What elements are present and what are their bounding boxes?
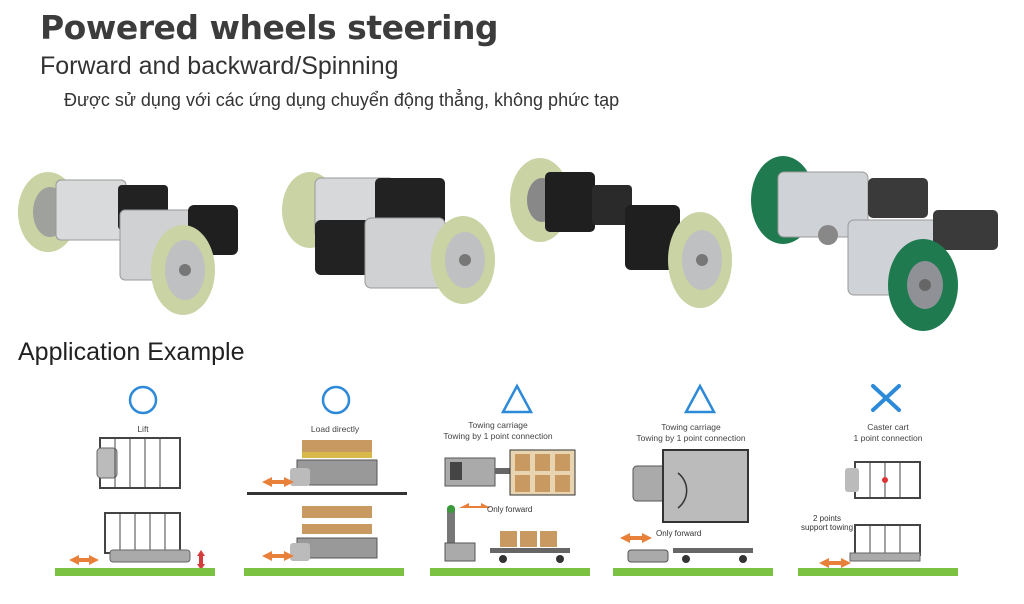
direction-arrow-icon (69, 555, 99, 565)
application-panel-caster-cart: Caster cart 1 point connection 2 points … (795, 378, 981, 583)
direction-arrow-icon (819, 558, 851, 568)
rating-triangle-icon (683, 383, 717, 414)
support-towing-note: 2 points support towing (800, 514, 854, 532)
page-subtitle: Forward and backward/Spinning (40, 52, 399, 80)
rating-cross-icon (871, 384, 901, 412)
application-panel-lift: Lift (55, 378, 241, 583)
panel-caption: Load directly (310, 424, 360, 434)
only-forward-note: Only forward (487, 505, 533, 514)
application-panel-towing-1: Towing carriage Towing by 1 point connec… (425, 378, 611, 583)
powered-wheel-unit-image (282, 172, 495, 304)
product-gallery (0, 150, 1024, 340)
direction-arrow-icon (459, 503, 491, 508)
application-panel-load-directly: Load directly (242, 378, 428, 583)
panel-caption: Lift (137, 424, 149, 434)
rating-circle-icon (128, 385, 158, 415)
powered-wheel-unit-image (510, 158, 732, 308)
direction-arrow-icon (262, 551, 294, 561)
application-example-heading: Application Example (18, 338, 245, 366)
panel-caption: Caster cart 1 point connection (853, 422, 923, 443)
powered-wheel-unit-image (751, 156, 998, 331)
rating-triangle-icon (500, 383, 534, 414)
page-title: Powered wheels steering (40, 8, 499, 47)
rating-circle-icon (321, 385, 351, 415)
panel-caption: Towing carriage Towing by 1 point connec… (636, 422, 746, 443)
direction-arrow-icon (620, 533, 652, 543)
powered-wheel-unit-image (18, 172, 238, 315)
direction-arrow-icon (262, 477, 294, 487)
page-description: Được sử dụng với các ứng dụng chuyển độn… (64, 90, 620, 110)
application-panel-towing-2: Towing carriage Towing by 1 point connec… (608, 378, 794, 583)
only-forward-note: Only forward (656, 529, 702, 538)
panel-caption: Towing carriage Towing by 1 point connec… (443, 420, 553, 441)
